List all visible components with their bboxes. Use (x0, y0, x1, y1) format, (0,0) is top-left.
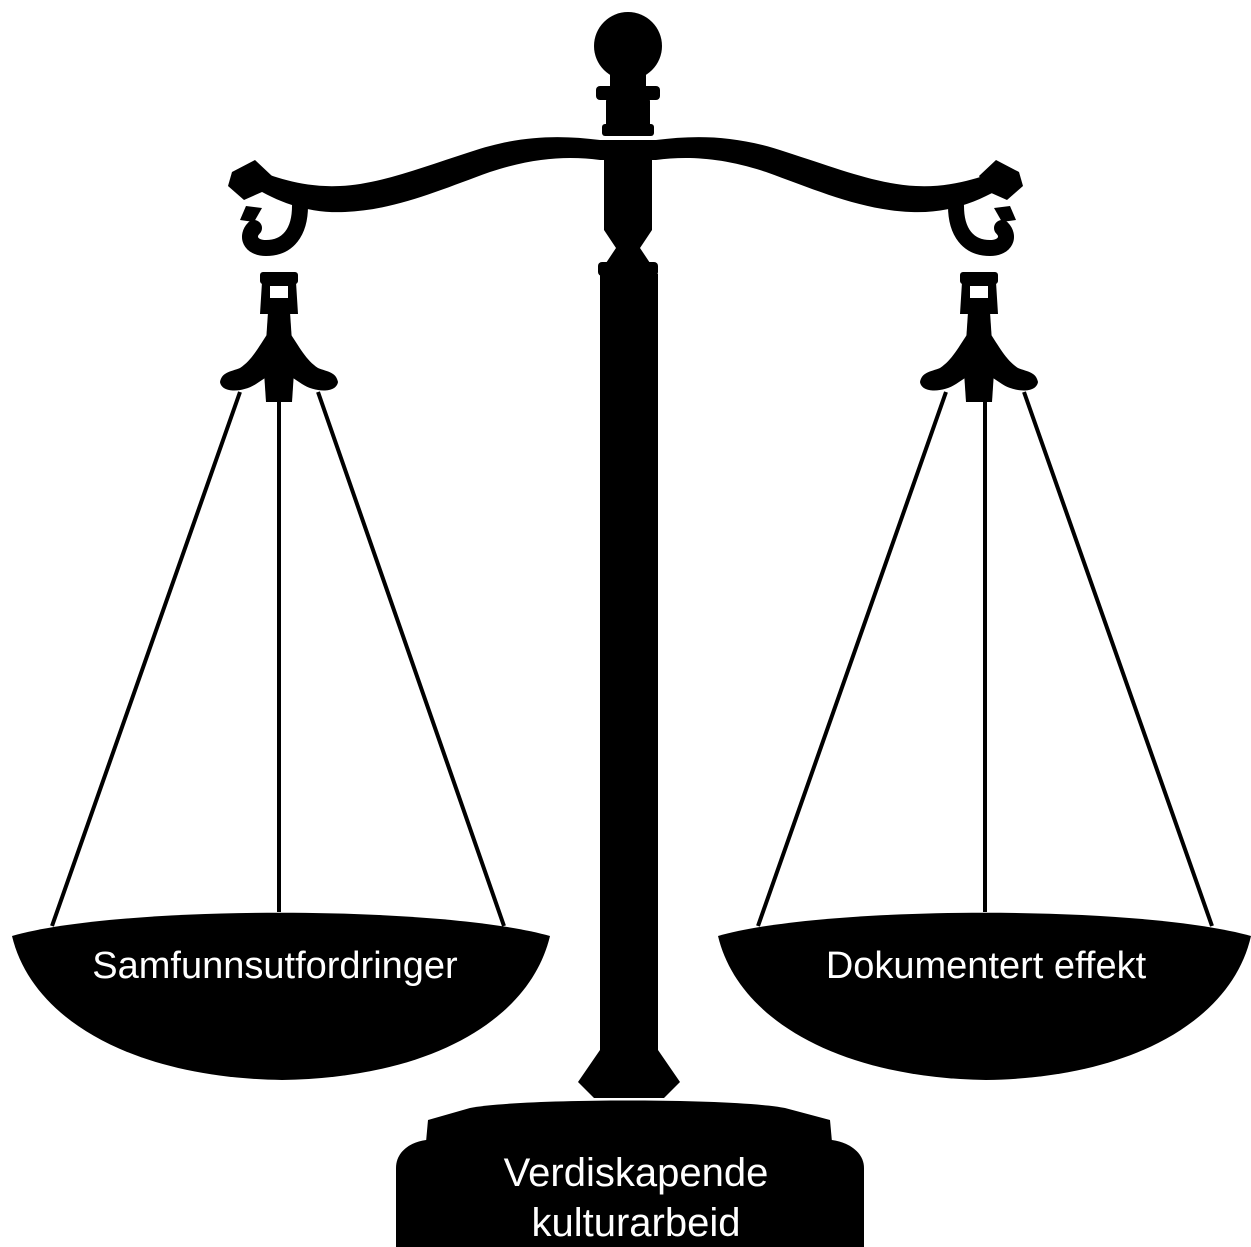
left-pan-hanger (220, 272, 338, 402)
right-pan-label: Dokumentert effekt (826, 945, 1147, 987)
finial (594, 12, 662, 136)
scale-base (396, 1100, 864, 1247)
left-pan (12, 912, 550, 1080)
left-pan-label: Samfunnsutfordringer (92, 945, 458, 987)
central-pillar (578, 160, 680, 1098)
right-beam-end (948, 160, 1023, 257)
left-pan-strings (50, 391, 506, 927)
right-pan-strings (756, 391, 1214, 927)
left-beam-end (228, 160, 308, 257)
balance-beam (240, 137, 1016, 213)
right-pan-hanger (920, 272, 1038, 402)
right-pan (718, 912, 1251, 1080)
base-label-line1: Verdiskapende (504, 1151, 769, 1195)
base-label-line2: kulturarbeid (531, 1201, 740, 1245)
